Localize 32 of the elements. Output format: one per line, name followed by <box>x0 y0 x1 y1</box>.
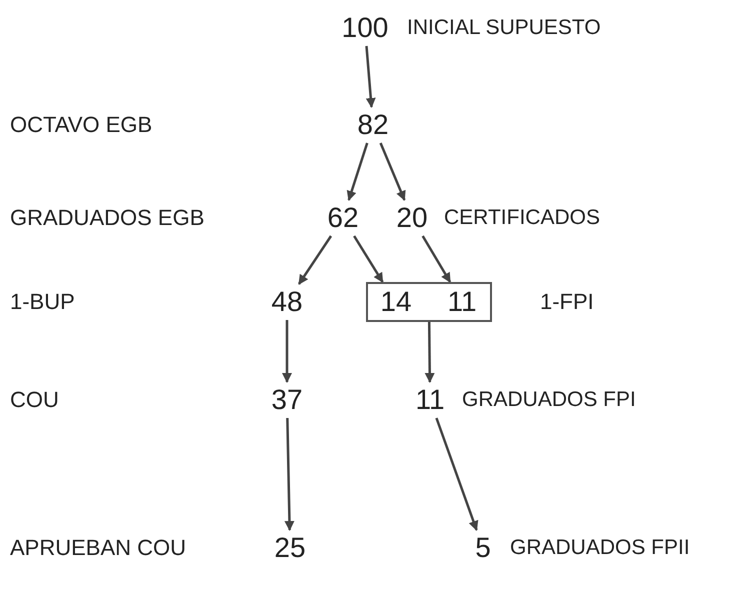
count-number: 82 <box>353 107 393 143</box>
stage-label: 1-BUP <box>10 291 75 313</box>
count-number: 100 <box>335 10 395 46</box>
count-number: 11 <box>410 382 450 418</box>
arrow <box>379 142 406 201</box>
count-number: 11 <box>442 284 482 320</box>
arrow <box>435 418 478 531</box>
count-number: 48 <box>267 284 307 320</box>
stage-label: 1-FPI <box>540 291 594 313</box>
arrow <box>346 142 368 201</box>
arrow <box>424 322 435 383</box>
arrow <box>282 320 292 383</box>
stage-label: CERTIFICADOS <box>444 207 600 228</box>
stage-label: INICIAL SUPUESTO <box>407 17 601 38</box>
count-number: 25 <box>270 530 310 566</box>
count-number: 14 <box>376 284 416 320</box>
group-box <box>366 282 492 322</box>
stage-label: GRADUADOS FPI <box>462 389 636 410</box>
count-number: 20 <box>392 200 432 236</box>
arrow <box>298 235 332 285</box>
arrow <box>422 235 452 283</box>
count-number: 62 <box>323 200 363 236</box>
stage-label: GRADUADOS EGB <box>10 207 204 229</box>
arrow <box>284 418 294 531</box>
stage-label: APRUEBAN COU <box>10 537 186 559</box>
arrow <box>353 235 384 283</box>
count-number: 5 <box>468 530 498 566</box>
count-number: 37 <box>267 382 307 418</box>
stage-label: COU <box>10 389 59 411</box>
stage-label: GRADUADOS FPII <box>510 537 690 558</box>
arrow <box>365 46 376 108</box>
stage-label: OCTAVO EGB <box>10 114 152 136</box>
